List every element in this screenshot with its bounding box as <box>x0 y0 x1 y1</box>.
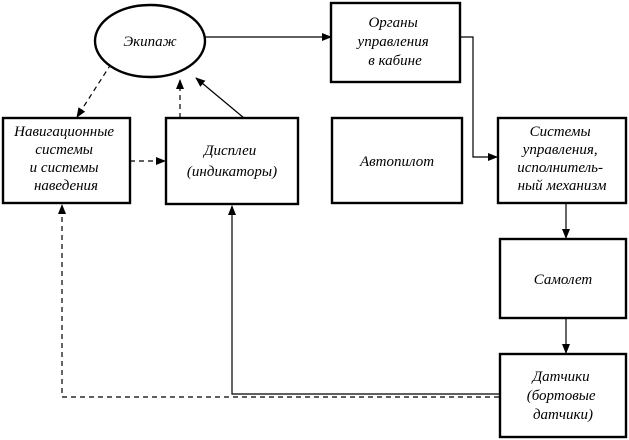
aircraft-label: Самолет <box>534 272 593 288</box>
displays-box <box>164 116 300 206</box>
navigation-label: Навигационные системы и системы наведени… <box>13 124 118 194</box>
crew-label: Экипаж <box>123 34 176 50</box>
node-autopilot: Автопилот <box>330 116 464 205</box>
edge-sensors-to-displays <box>228 205 499 395</box>
actuators-label: Системы управления, исполнитель- ный мех… <box>517 124 607 194</box>
aircraft-box <box>498 237 628 320</box>
displays-label: Дисплеи (индикаторы) <box>187 143 277 180</box>
controls-label: Органы управления в кабине <box>356 15 433 69</box>
controls-box <box>329 1 462 84</box>
edge-controls-to-actuators <box>460 36 498 161</box>
autopilot-box <box>330 116 464 205</box>
navigation-box <box>1 116 132 205</box>
edge-displays-to-crew <box>195 77 245 119</box>
sensors-box <box>498 352 628 439</box>
edge-sensors-to-navigation <box>58 204 499 398</box>
actuators-box <box>496 116 628 205</box>
edge-crew-to-navigation <box>76 63 112 118</box>
node-aircraft: Самолет <box>498 237 628 320</box>
autopilot-label: Автопилот <box>359 154 434 170</box>
edges <box>58 33 570 398</box>
sensors-label: Датчики (бортовые датчики) <box>527 369 600 423</box>
crew-ellipse <box>93 3 207 79</box>
node-actuators: Системы управления, исполнитель- ный мех… <box>496 116 628 205</box>
node-navigation: Навигационные системы и системы наведени… <box>1 116 132 205</box>
node-controls: Органы управления в кабине <box>329 1 462 84</box>
node-crew: Экипаж <box>93 3 207 79</box>
node-displays: Дисплеи (индикаторы) <box>164 116 300 206</box>
node-sensors: Датчики (бортовые датчики) <box>498 352 628 439</box>
